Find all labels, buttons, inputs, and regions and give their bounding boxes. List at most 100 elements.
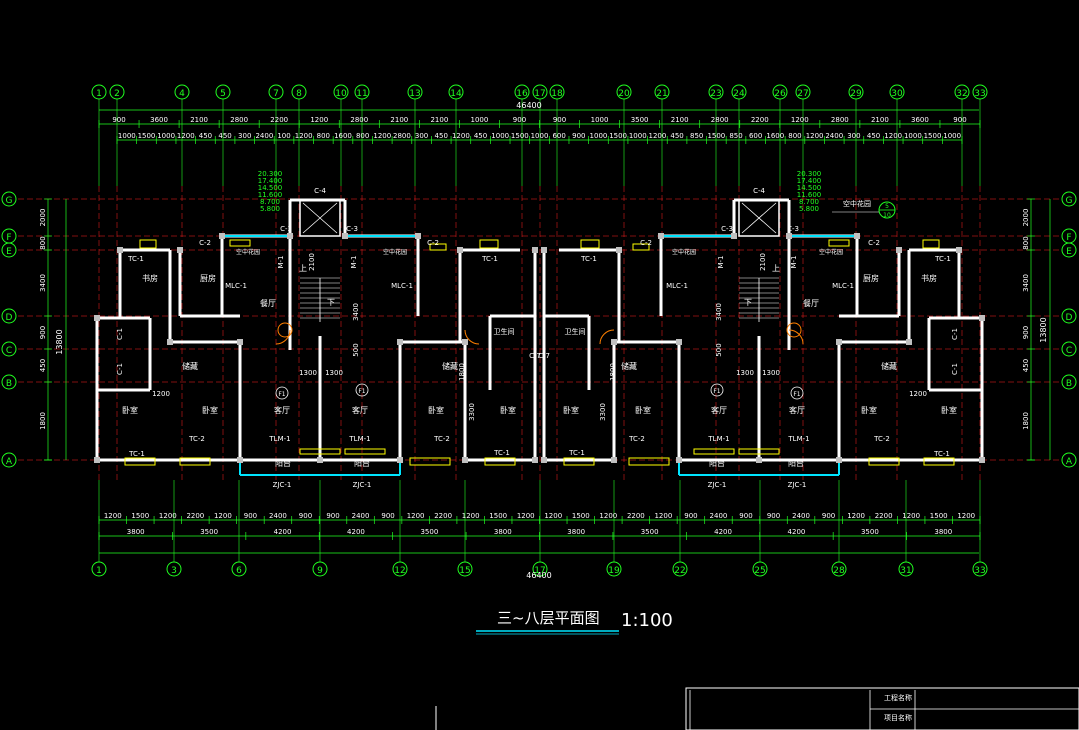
top-dim-row2-value: 2400 xyxy=(255,132,273,140)
elevator-shaft xyxy=(738,199,780,237)
top-axis-label: 16 xyxy=(516,89,528,99)
room-label-dining: 餐厅 xyxy=(260,299,276,308)
row-axis-bubble-right xyxy=(1061,308,1077,324)
window xyxy=(563,457,595,466)
column xyxy=(611,457,617,463)
right-dim-value: 4000 xyxy=(1019,0,1037,2)
bottom-axis-label: 28 xyxy=(833,566,845,576)
bottom-dim-row1-value: 1200 xyxy=(847,512,865,520)
label-c1: C-1 xyxy=(951,363,959,375)
window xyxy=(868,457,900,466)
bottom-dim-row1-value: 900 xyxy=(767,512,780,520)
label-m1: M-1 xyxy=(790,255,798,268)
window xyxy=(479,239,499,249)
room-label-study: 书房 xyxy=(921,273,937,283)
top-dim-row1-value: 900 xyxy=(953,116,966,124)
top-dim-row2-value: 1000 xyxy=(491,132,509,140)
top-dim-row1-value: 2100 xyxy=(190,116,208,124)
room-label-bedroom: 卧室 xyxy=(500,405,516,415)
window xyxy=(922,239,940,249)
top-dim-row1-value: 900 xyxy=(553,116,566,124)
door-swing xyxy=(464,329,480,345)
left-dim-value: 1800 xyxy=(39,412,47,430)
label-c2: C-2 xyxy=(640,239,652,247)
top-dim-row2-value: 2800 xyxy=(393,132,411,140)
top-dim-row2-value: 1000 xyxy=(157,132,175,140)
window xyxy=(738,448,780,455)
column xyxy=(979,315,985,321)
detail-marker-label: F1 xyxy=(278,391,285,398)
top-dim-row2-value: 1500 xyxy=(707,132,725,140)
bottom-dim-row2-value: 3800 xyxy=(934,528,952,536)
label-c1: C-1 xyxy=(116,328,124,340)
top-dim-row2-value: 1200 xyxy=(177,132,195,140)
label-tc1: TC-1 xyxy=(568,449,585,457)
column xyxy=(896,247,902,253)
elevator-shaft xyxy=(299,199,341,237)
top-dim-row2-value: 1600 xyxy=(766,132,784,140)
row-axis-bubble-left xyxy=(1,308,17,324)
room-label-kitchen: 厨房 xyxy=(200,273,216,283)
room-label-bedroom: 卧室 xyxy=(861,405,877,415)
label-c4: C-4 xyxy=(314,187,326,195)
plan-labels: 书房厨房餐厅客厅客厅卧室卧室卧室卧室储藏储藏卫生间阳台阳台空中花园空中花园TC-… xyxy=(116,170,959,489)
label-c7: C-7 xyxy=(538,352,550,360)
top-axis-label: 7 xyxy=(273,89,279,99)
room-label-bathroom: 卫生间 xyxy=(494,327,515,336)
label-c2: C-2 xyxy=(427,239,439,247)
top-dim-row1-value: 3600 xyxy=(150,116,168,124)
row-axis-label-left: F xyxy=(6,233,11,243)
top-dim-row2-value: 450 xyxy=(670,132,683,140)
bottom-dim-row1-value: 900 xyxy=(299,512,312,520)
top-axis-label: 26 xyxy=(774,89,786,99)
top-axis-label: 20 xyxy=(618,89,630,99)
window xyxy=(632,243,650,251)
column xyxy=(906,339,912,345)
door-swing xyxy=(599,329,615,345)
label-tc2: TC-2 xyxy=(628,435,645,443)
top-axis-label: 21 xyxy=(656,89,667,99)
top-dim-row1-value: 2100 xyxy=(671,116,689,124)
top-dim-row2-value: 450 xyxy=(867,132,880,140)
elevator-cross xyxy=(302,202,338,234)
top-dim-row2-value: 2400 xyxy=(825,132,843,140)
left-dim-value: 4000 xyxy=(36,0,54,2)
column xyxy=(167,339,173,345)
room-label-storage: 储藏 xyxy=(442,361,458,371)
drawing-title: 三~八层平面图 xyxy=(497,609,600,627)
bottom-axis-label: 6 xyxy=(236,566,242,576)
room-label-dining: 餐厅 xyxy=(803,299,819,308)
bottom-dim-row2-value: 3500 xyxy=(420,528,438,536)
label-c2: C-2 xyxy=(199,239,211,247)
label-c3: C-3 xyxy=(787,225,799,233)
top-dim-row2-value: 1200 xyxy=(373,132,391,140)
misc-dim: 3400 xyxy=(352,303,360,321)
bottom-dim-row1-value: 900 xyxy=(684,512,697,520)
column xyxy=(94,315,100,321)
label-m1: M-1 xyxy=(717,255,725,268)
bottom-dim-row1-value: 2400 xyxy=(352,512,370,520)
row-axis-bubble-right xyxy=(1061,374,1077,390)
bottom-dim-row2-value: 3800 xyxy=(127,528,145,536)
bottom-axis-label: 3 xyxy=(171,566,177,576)
column xyxy=(219,233,225,239)
bottom-axis-label: 12 xyxy=(394,566,405,576)
window xyxy=(344,448,386,455)
window xyxy=(139,239,157,249)
top-axis-label: 29 xyxy=(850,89,862,99)
room-label-bedroom: 卧室 xyxy=(563,405,579,415)
column xyxy=(397,457,403,463)
top-axis-label: 10 xyxy=(335,89,347,99)
row-axis-label-right: A xyxy=(1066,457,1073,467)
row-axis-label-right: C xyxy=(1066,346,1072,356)
top-dim-row2-value: 300 xyxy=(847,132,860,140)
top-dim-row2-value: 900 xyxy=(572,132,585,140)
top-axis-label: 33 xyxy=(974,89,985,99)
column-marker xyxy=(277,322,293,338)
top-dim-row1-value: 900 xyxy=(513,116,526,124)
right-dim-value: 800 xyxy=(1022,236,1030,249)
misc-dim: 1300 xyxy=(736,369,754,377)
top-axis-label: 27 xyxy=(797,89,808,99)
building-plan xyxy=(94,198,985,476)
